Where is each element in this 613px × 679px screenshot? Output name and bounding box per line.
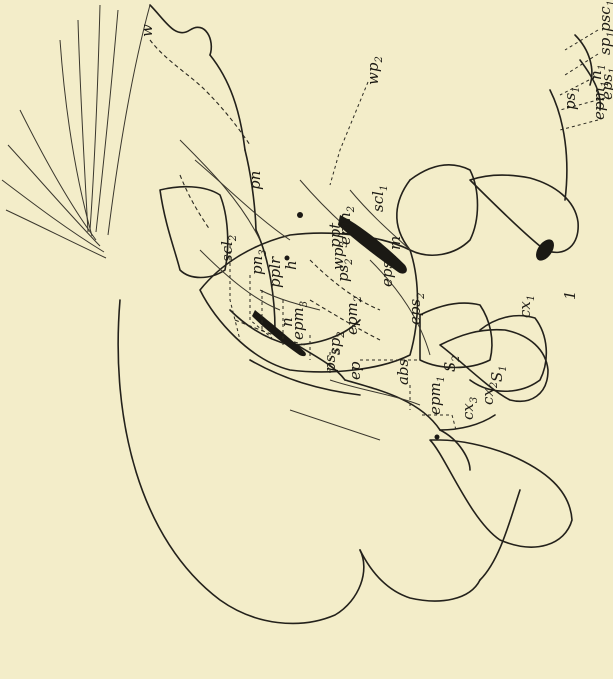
label-group: scl1scl2pnpn3pplrepm3sp2ps3absepm1hpptwp… bbox=[138, 0, 613, 420]
label-w: w bbox=[138, 24, 156, 37]
label-cx1: cx1 bbox=[516, 295, 537, 318]
label-ps1: ps1 bbox=[561, 86, 582, 110]
label-epm2: epm2 bbox=[343, 296, 364, 335]
label-eps2: eps2 bbox=[406, 292, 427, 325]
label-m: m bbox=[386, 236, 404, 250]
label-psc1: psc1 bbox=[596, 0, 613, 32]
label-cx3: cx3 bbox=[459, 397, 480, 420]
label-h: h bbox=[282, 260, 300, 270]
label-epm2: epm2 bbox=[336, 206, 357, 245]
label-ep: ep bbox=[346, 361, 364, 380]
spiracle-mark bbox=[532, 236, 557, 264]
label-epm1: epm1 bbox=[426, 376, 447, 415]
figure-number: 1 bbox=[561, 290, 579, 300]
wing-base-setae bbox=[2, 5, 150, 258]
label-abs: abs bbox=[394, 358, 412, 385]
label-epm1: epm1 bbox=[590, 81, 611, 120]
label-sp1: sp1 bbox=[596, 31, 613, 55]
label-S2: S2 bbox=[441, 355, 462, 372]
label-n: n bbox=[278, 317, 296, 327]
label-ps3: ps3 bbox=[321, 348, 342, 372]
label-S1: S1 bbox=[488, 365, 509, 382]
label-cx2: cx2 bbox=[479, 382, 500, 405]
label-scl2: scl2 bbox=[218, 235, 239, 262]
dashed-boundaries bbox=[150, 40, 380, 345]
label-pn: pn bbox=[246, 171, 264, 190]
label-scl1: scl1 bbox=[369, 185, 390, 212]
label-wp2: wp2 bbox=[364, 56, 385, 85]
